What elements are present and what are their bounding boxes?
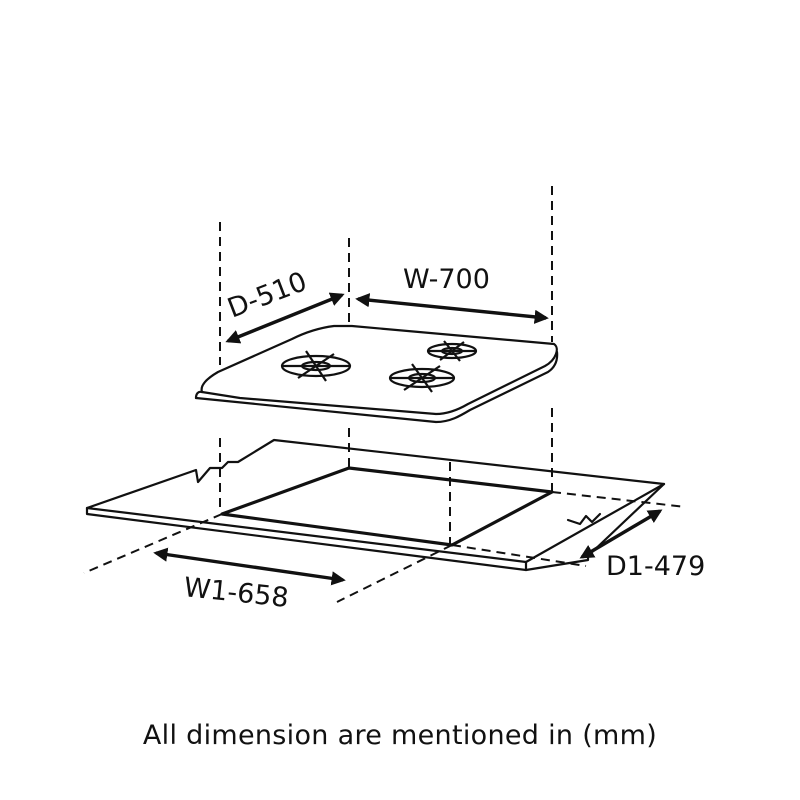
burner-front-right: [388, 363, 456, 393]
burner-back-right: [426, 340, 478, 362]
burner-left: [280, 350, 352, 382]
units-caption: All dimension are mentioned in (mm): [142, 720, 658, 751]
countertop-with-cutout: [85, 438, 666, 572]
cutout-depth-arrow: [579, 509, 663, 559]
countertop-outline: [85, 438, 666, 572]
width-arrow: [355, 293, 549, 324]
dimension-arrows: [153, 292, 663, 586]
depth-label: D-510: [223, 266, 311, 324]
hob-top-surface: [200, 324, 558, 416]
hob-front-edge: [194, 350, 559, 424]
vertical-guide-lines: [219, 186, 553, 545]
cutout-width-label: W1-658: [182, 572, 290, 614]
depth-arrow: [225, 292, 345, 344]
width-label: W-700: [403, 264, 490, 295]
cutout-width-arrow: [153, 547, 346, 586]
extension-lines: [83, 491, 687, 603]
cutout-opening: [220, 466, 554, 547]
cooktop-hob: [194, 324, 559, 424]
cutout-depth-label: D1-479: [606, 551, 705, 582]
